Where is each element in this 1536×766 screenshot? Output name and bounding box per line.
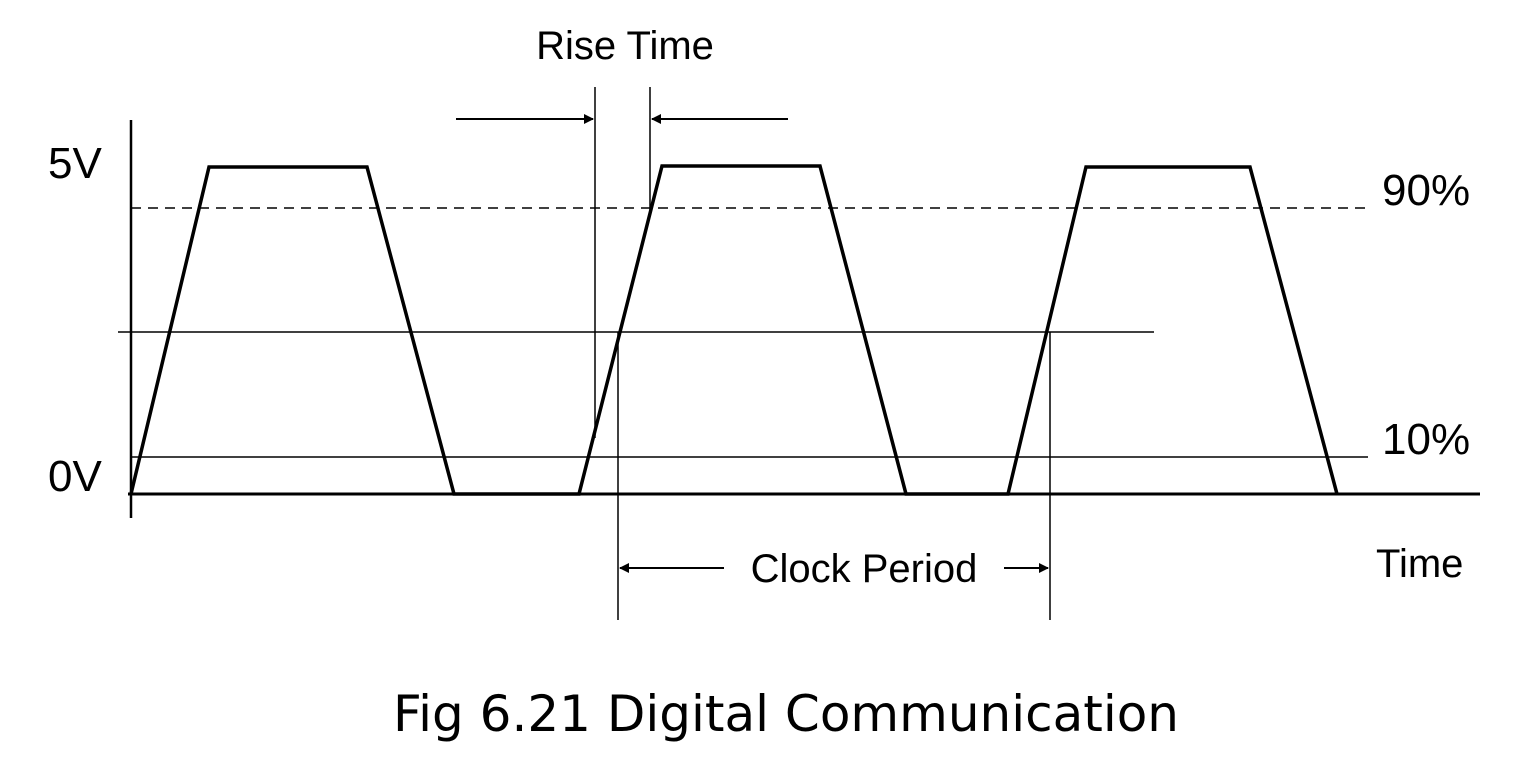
- voltage-low-label: 0V: [48, 452, 102, 501]
- threshold-10-label: 10%: [1382, 415, 1470, 464]
- figure-caption: Fig 6.21 Digital Communication: [393, 685, 1179, 743]
- threshold-90-label: 90%: [1382, 166, 1470, 215]
- voltage-high-label: 5V: [48, 139, 102, 188]
- clock-waveform: [129, 164, 1339, 496]
- time-axis-label: Time: [1376, 542, 1463, 586]
- clock-period-label: Clock Period: [751, 547, 978, 591]
- rise-time-label: Rise Time: [536, 24, 714, 68]
